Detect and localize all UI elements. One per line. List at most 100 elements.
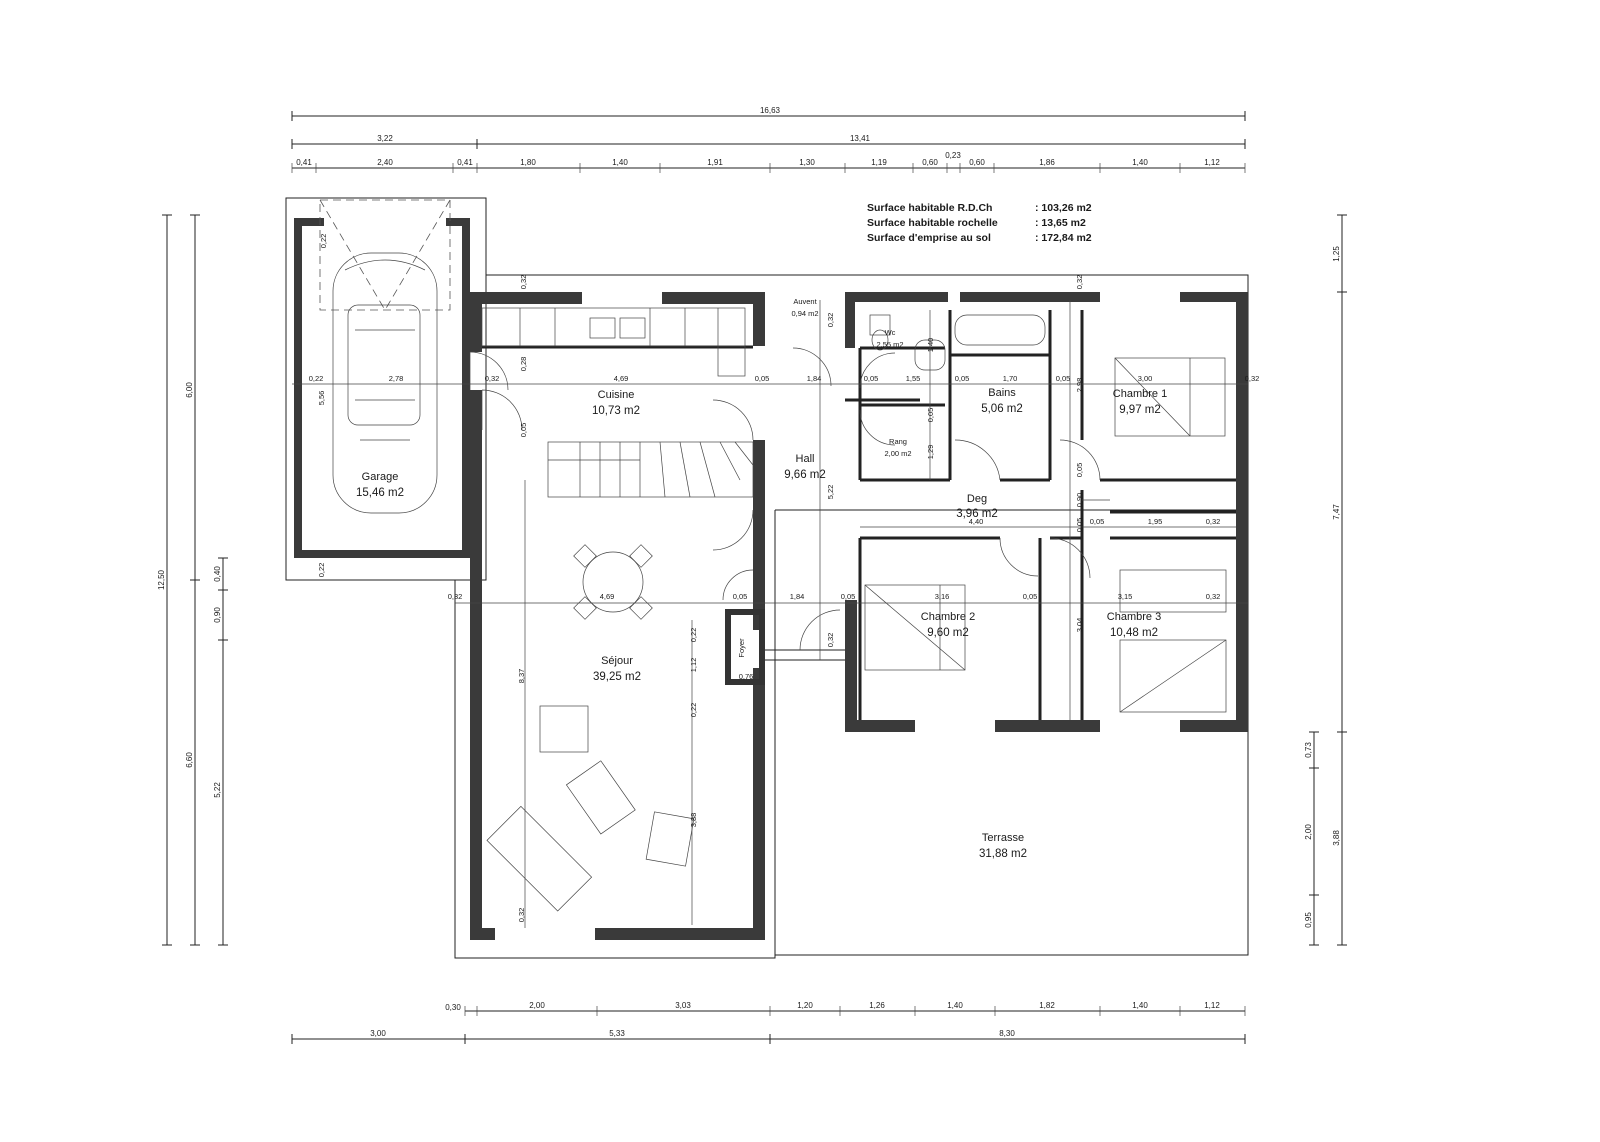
room-deg-area: 3,96 m2 (956, 508, 998, 520)
dim-wc-w: 1,55 (906, 374, 921, 383)
dim-right-inner-1: 2,00 (1304, 824, 1313, 840)
dim-left-mid-1: 6,60 (185, 752, 194, 768)
left-dimension-chains (162, 214, 228, 946)
surface-label-0: Surface habitable R.D.Ch (867, 202, 992, 214)
room-chambre1-name: Chambre 1 (1113, 388, 1167, 400)
dim-deg-w: 4,40 (969, 517, 984, 526)
right-dimension-labels: 1,25 7,47 3,88 0,73 2,00 0,95 (1304, 246, 1341, 928)
room-terrasse-area: 31,88 m2 (979, 848, 1027, 860)
interior-dim-lines (292, 300, 1248, 928)
room-chambre3-name: Chambre 3 (1107, 611, 1161, 623)
dim-left-inner-0: 0,40 (213, 566, 222, 582)
dim-top-row2-1: 13,41 (850, 134, 871, 143)
dim-garage-side-r: 0,32 (485, 374, 500, 383)
room-wc-name: Wc (885, 328, 896, 337)
dim-sejour-h: 8,37 (517, 669, 526, 684)
dim-right-outer-2: 3,88 (1332, 830, 1341, 846)
room-bains-name: Bains (988, 387, 1016, 399)
room-deg-name: Deg (967, 493, 987, 505)
dim-ch3-gap: 0,05 (1090, 517, 1105, 526)
dim-top-row3-3: 1,80 (520, 158, 536, 167)
dim-wc-small: 1,40 (926, 338, 935, 353)
staircase (547, 441, 754, 498)
interior-dim-labels: 0,22 2,78 0,32 4,69 0,05 1,84 0,05 1,55 … (309, 234, 1260, 923)
top-dimension-chains (291, 111, 1246, 173)
surface-label-1: Surface habitable rochelle (867, 217, 998, 229)
dim-left-outer: 12,50 (157, 569, 166, 590)
dim-right-inner-0: 0,73 (1304, 742, 1313, 758)
room-sejour-area: 39,25 m2 (593, 671, 641, 683)
dim-hall-l: 0,05 (755, 374, 770, 383)
dim-rang-h: 1,29 (926, 445, 935, 460)
surface-value-0: : 103,26 m2 (1035, 202, 1092, 214)
right-dimension-chains (1309, 214, 1347, 946)
room-hall-name: Hall (796, 453, 815, 465)
dim-left-inner-1: 0,90 (213, 607, 222, 623)
dim-garage-top: 0,22 (319, 234, 328, 249)
room-labels: Garage 15,46 m2 Cuisine 10,73 m2 Auvent … (356, 297, 1167, 860)
dim-rang-gap: 0,05 (926, 408, 935, 423)
room-chambre2-name: Chambre 2 (921, 611, 975, 623)
dim-bottom-row1-5: 1,40 (947, 1001, 963, 1010)
dim-foyer-bot: 0,22 (689, 703, 698, 718)
dim-deg-gap3: 0,05 (1075, 518, 1084, 533)
room-auvent-name: Auvent (793, 297, 817, 306)
dim-wc-gap: 0,05 (864, 374, 879, 383)
dim-bottom-row1-6: 1,82 (1039, 1001, 1055, 1010)
dim-top-row2-0: 3,22 (377, 134, 393, 143)
room-sejour-name: Séjour (601, 655, 633, 667)
dim-bottom-row1-4: 1,26 (869, 1001, 885, 1010)
dim-right-outer-1: 7,47 (1332, 504, 1341, 520)
dim-deg-gap2: 0,90 (1075, 493, 1084, 508)
dim-ch1-w: 3,00 (1138, 374, 1153, 383)
dim-top-row3-2: 0,41 (457, 158, 473, 167)
dim-hall2-gap: 0,05 (733, 592, 748, 601)
dim-ch3-top-r: 0,32 (1206, 517, 1221, 526)
dim-top-row3-5: 1,91 (707, 158, 723, 167)
room-rang-area: 2,00 m2 (884, 449, 911, 458)
dim-sejour-l: 0,32 (448, 592, 463, 601)
dim-bottom-row1-0: 0,30 (445, 1003, 461, 1012)
dim-top-row3-4: 1,40 (612, 158, 628, 167)
room-rang-name: Rang (889, 437, 907, 446)
dim-hall-h: 5,22 (826, 485, 835, 500)
beds (864, 357, 1227, 713)
dim-ch3-top-w: 1,95 (1148, 517, 1163, 526)
bottom-dimension-chains (291, 1006, 1246, 1044)
dim-bottom-row1-2: 3,03 (675, 1001, 691, 1010)
dim-ch2-w: 3,16 (935, 592, 950, 601)
doors (469, 347, 1110, 651)
dim-bains-h: 2,98 (1075, 378, 1084, 393)
dim-ch3-r: 0,32 (1206, 592, 1221, 601)
dim-top-row3-9: 0,60 (969, 158, 985, 167)
dim-top-row3-11: 1,40 (1132, 158, 1148, 167)
dim-sejour-r: 3,88 (689, 813, 698, 828)
room-cuisine-name: Cuisine (598, 389, 635, 401)
dim-ch3-h: 3,04 (1075, 618, 1084, 633)
dim-top-wall: 0,32 (519, 275, 528, 290)
surface-value-1: : 13,65 m2 (1035, 217, 1086, 229)
dim-garage-bottom: 0,22 (317, 563, 326, 578)
dim-bottom-row2-1: 5,33 (609, 1029, 625, 1038)
dim-bottom-row2-2: 8,30 (999, 1029, 1015, 1038)
dim-cuisine-wall: 0,28 (519, 357, 528, 372)
outer-outlines (285, 197, 1249, 959)
dim-hall2-v: 0,32 (826, 633, 835, 648)
dim-garage-side-l: 0,22 (309, 374, 324, 383)
dim-bottom-row2-0: 3,00 (370, 1029, 386, 1038)
room-foyer-name: Foyer (737, 638, 746, 658)
dim-wc-r: 0,05 (955, 374, 970, 383)
dim-ch2-gap: 0,05 (1023, 592, 1038, 601)
dim-garage-h: 5,56 (317, 391, 326, 406)
dim-top-row3-6: 1,30 (799, 158, 815, 167)
dim-bottom-row1-7: 1,40 (1132, 1001, 1148, 1010)
kitchen-fixtures (481, 307, 746, 377)
dim-right-wall: 0,32 (1245, 374, 1260, 383)
surface-value-2: : 172,84 m2 (1035, 232, 1092, 244)
walls (294, 218, 1248, 940)
dim-top-small: 0,23 (945, 151, 961, 160)
dim-top-row3-12: 1,12 (1204, 158, 1220, 167)
dim-garage-w: 2,78 (389, 374, 404, 383)
room-hall-area: 9,66 m2 (784, 469, 826, 481)
